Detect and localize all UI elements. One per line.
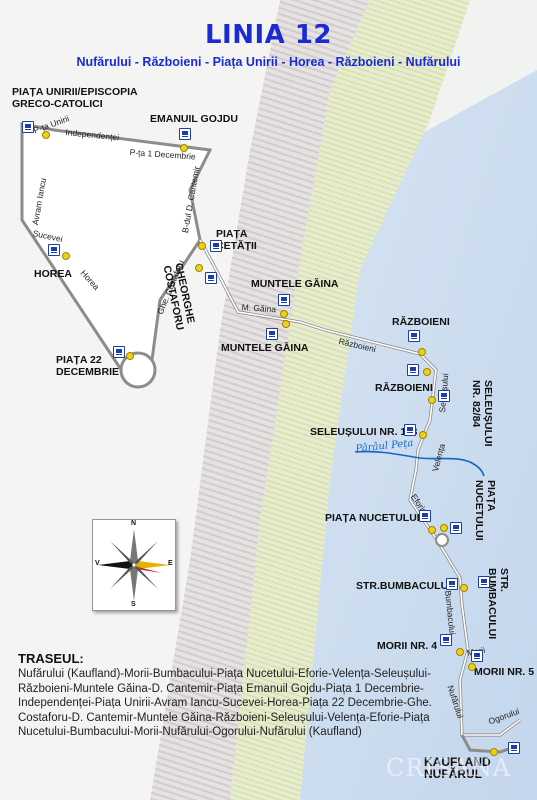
stop-marker bbox=[440, 524, 448, 532]
stop-label-seleusului-82: SELEUȘULUI NR. 82/84 bbox=[470, 380, 494, 447]
stop-marker bbox=[180, 144, 188, 152]
stop-marker bbox=[428, 526, 436, 534]
bus-stop-icon bbox=[408, 330, 420, 342]
compass-n: N bbox=[131, 520, 137, 527]
stop-label-piata-cetatii: PIAȚA CETĂȚII bbox=[216, 228, 257, 252]
bus-stop-icon bbox=[266, 328, 278, 340]
bus-stop-icon bbox=[440, 634, 452, 646]
stop-marker bbox=[198, 242, 206, 250]
bus-stop-icon bbox=[450, 522, 462, 534]
route-description: Nufărului (Kaufland)-Morii-Bumbacului-Pi… bbox=[18, 668, 432, 738]
stop-marker bbox=[456, 648, 464, 656]
stop-marker bbox=[468, 663, 476, 671]
stop-label-seleusului-113: SELEUȘULUI NR. 113 bbox=[310, 426, 418, 438]
bus-stop-icon bbox=[48, 244, 60, 256]
bus-stop-icon bbox=[179, 128, 191, 140]
map-subtitle: Nufărului - Războieni - Piața Unirii - H… bbox=[76, 55, 461, 69]
stop-marker bbox=[62, 252, 70, 260]
bus-stop-icon bbox=[419, 510, 431, 522]
stop-label-piata-nucetului-w: PIAȚA NUCETULUI bbox=[325, 512, 420, 524]
stop-label-kaufland: KAUFLAND NUFĂRUL bbox=[424, 755, 491, 781]
stop-label-horea: HOREA bbox=[34, 268, 72, 280]
compass-e: E bbox=[168, 560, 173, 567]
stop-label-razboieni-s: RĂZBOIENI bbox=[375, 382, 433, 394]
stop-marker bbox=[423, 368, 431, 376]
route-heading: TRASEUL: bbox=[18, 651, 84, 666]
stop-label-razboieni-n: RĂZBOIENI bbox=[392, 316, 450, 328]
stop-label-muntele-gaina-s: MUNTELE GĂINA bbox=[221, 342, 309, 354]
compass-rose: N S E V bbox=[92, 519, 176, 611]
stop-marker bbox=[280, 310, 288, 318]
stop-marker bbox=[460, 584, 468, 592]
compass-icon bbox=[98, 529, 170, 601]
bus-stop-icon bbox=[404, 424, 416, 436]
bus-stop-icon bbox=[205, 272, 217, 284]
bus-stop-icon bbox=[508, 742, 520, 754]
bus-stop-icon bbox=[113, 346, 125, 358]
bus-stop-icon bbox=[407, 364, 419, 376]
stop-marker bbox=[428, 396, 436, 404]
stop-label-morii-4: MORII NR. 4 bbox=[377, 640, 438, 652]
stop-marker bbox=[195, 264, 203, 272]
stop-marker bbox=[418, 348, 426, 356]
stop-label-morii-5: MORII NR. 5 bbox=[474, 666, 535, 678]
stop-label-piata-22-decembrie: PIAȚA 22 DECEMBRIE bbox=[56, 354, 120, 378]
stop-marker bbox=[490, 748, 498, 756]
stop-label-piata-nucetului-e: PIAȚA NUCETULUI bbox=[473, 480, 497, 541]
stop-marker bbox=[419, 431, 427, 439]
stop-marker bbox=[42, 131, 50, 139]
stop-label-piata-unirii: PIAȚA UNIRII/EPISCOPIA GRECO-CATOLICI bbox=[12, 86, 138, 110]
stop-marker bbox=[282, 320, 290, 328]
stop-marker bbox=[126, 352, 134, 360]
bus-stop-icon bbox=[210, 240, 222, 252]
compass-s: S bbox=[131, 601, 136, 608]
bus-stop-icon bbox=[446, 578, 458, 590]
compass-v: V bbox=[95, 560, 100, 567]
bus-stop-icon bbox=[22, 121, 34, 133]
bus-stop-icon bbox=[471, 650, 483, 662]
stop-label-emanuil-gojdu: EMANUIL GOJDU bbox=[150, 113, 238, 125]
bus-stop-icon bbox=[278, 294, 290, 306]
bus-stop-icon bbox=[478, 576, 490, 588]
stop-label-str-bumbacului-w: STR.BUMBACULUI bbox=[356, 580, 452, 592]
map-title: LINIA 12 bbox=[204, 20, 333, 50]
watermark: CRISANA bbox=[386, 754, 512, 782]
bus-stop-icon bbox=[438, 390, 450, 402]
stop-label-muntele-gaina-n: MUNTELE GĂINA bbox=[251, 278, 339, 290]
